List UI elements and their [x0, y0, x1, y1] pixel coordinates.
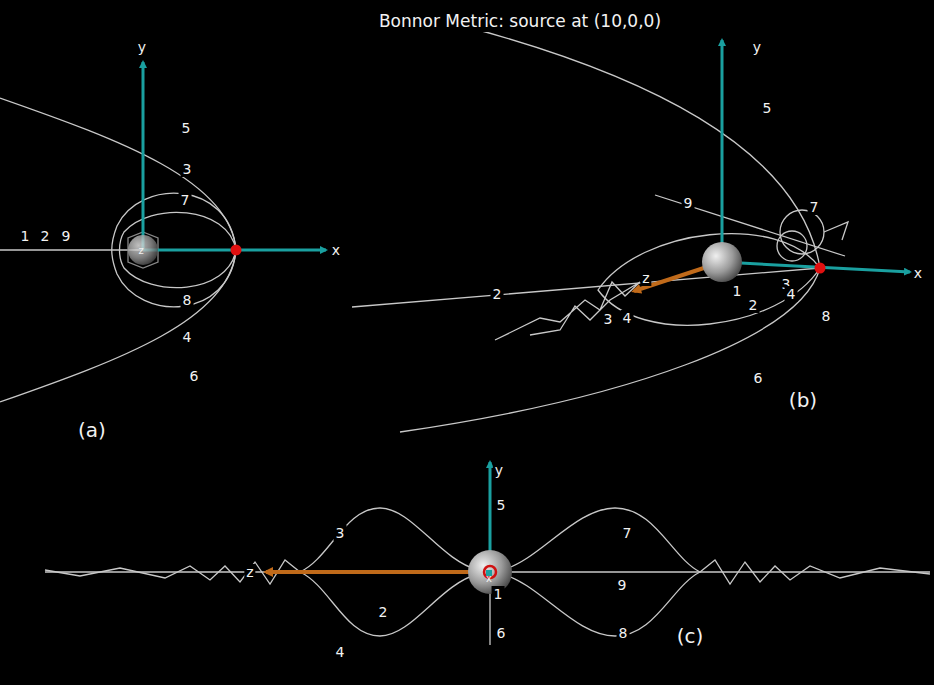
central-mass — [128, 235, 742, 594]
curve-number: 3 — [334, 525, 347, 541]
axis-label: x — [485, 574, 493, 584]
curve-number: 8 — [617, 625, 630, 641]
curve-number: 8 — [820, 308, 833, 324]
curve-number: 8 — [181, 292, 194, 308]
panel-label: (a) — [76, 419, 108, 441]
panel-label: (c) — [675, 625, 706, 647]
curve-number: 4 — [181, 329, 194, 345]
axis-label: x — [912, 265, 924, 281]
curve-number: 4 — [785, 286, 798, 302]
curve-number: 5 — [761, 100, 774, 116]
curve-number: 2 — [491, 286, 504, 302]
curve-number: 6 — [752, 370, 765, 386]
curve-number: 7 — [179, 192, 192, 208]
axis-label: z — [137, 246, 144, 256]
axis-label: z — [244, 564, 255, 580]
axis-label: x — [330, 242, 342, 258]
curve-number: 3 — [602, 311, 615, 327]
curve-number: 4 — [621, 310, 634, 326]
curve-number: 7 — [808, 199, 821, 215]
coordinate-axes — [143, 40, 910, 572]
curve-number: 9 — [60, 228, 73, 244]
axis-label: y — [493, 462, 505, 478]
curve-number: 4 — [334, 644, 347, 660]
geodesic-curves — [0, 15, 930, 645]
curve-number: 5 — [495, 497, 508, 513]
curve-number: 1 — [731, 283, 744, 299]
curve-number: 5 — [180, 120, 193, 136]
axis-label: y — [136, 39, 148, 55]
curve-number: 6 — [495, 625, 508, 641]
curve-number: 9 — [682, 195, 695, 211]
figure-title: Bonnor Metric: source at (10,0,0) — [376, 10, 664, 32]
axis-label: y — [751, 39, 763, 55]
curve-number: 1 — [492, 586, 505, 602]
panel-label: (b) — [787, 389, 819, 411]
curve-number: 3 — [181, 161, 194, 177]
curve-number: 7 — [621, 525, 634, 541]
curve-number: 1 — [19, 228, 32, 244]
curve-number: 2 — [39, 228, 52, 244]
curve-number: 2 — [747, 297, 760, 313]
axis-label: z — [640, 270, 651, 286]
curve-number: 2 — [377, 604, 390, 620]
curve-number: 9 — [616, 577, 629, 593]
curve-number: 6 — [188, 368, 201, 384]
source-point — [231, 245, 826, 274]
